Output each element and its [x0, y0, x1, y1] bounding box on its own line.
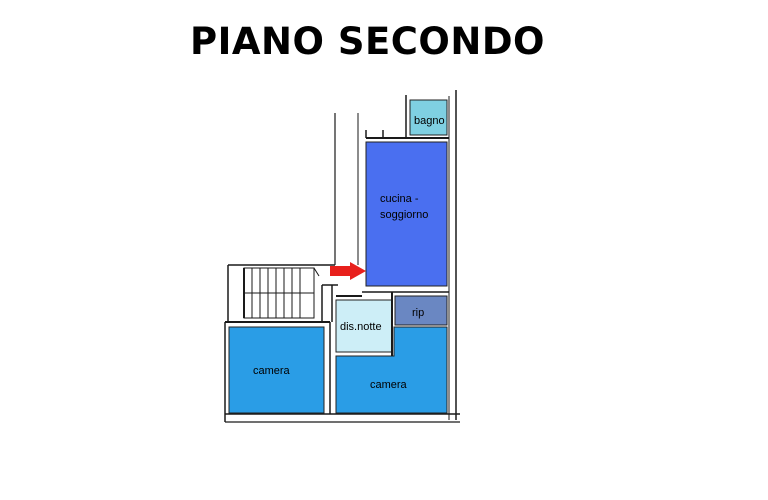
room-bagno-fill: [409, 99, 448, 136]
room-rip: rip: [394, 295, 448, 326]
page-title: PIANO SECONDO: [190, 20, 545, 63]
staircase: [243, 267, 320, 319]
outer-walls: [224, 90, 460, 423]
room-cucina-fill: [365, 141, 448, 287]
room-cucina-label-line1: cucina -: [380, 193, 419, 205]
room-bagno: bagno: [409, 99, 448, 136]
room-camera-right-fill: [335, 326, 448, 414]
room-bagno-label: bagno: [414, 115, 445, 127]
entrance-arrow-icon: [330, 262, 366, 280]
wall-details: [336, 292, 393, 356]
room-rip-label: rip: [412, 307, 424, 319]
room-camera-right-label: camera: [370, 379, 408, 391]
room-cucina-soggiorno: cucina - soggiorno: [365, 141, 448, 287]
room-camera-left: camera: [228, 326, 325, 414]
room-camera-left-fill: [228, 326, 325, 414]
room-camera-right: camera: [335, 326, 448, 414]
room-disimpegno: dis.notte: [335, 299, 393, 353]
room-cucina-label-line2: soggiorno: [380, 209, 428, 221]
room-rip-fill: [394, 295, 448, 326]
room-disimpegno-fill: [335, 299, 393, 353]
room-disimpegno-label: dis.notte: [340, 321, 382, 333]
room-camera-left-label: camera: [253, 365, 291, 377]
